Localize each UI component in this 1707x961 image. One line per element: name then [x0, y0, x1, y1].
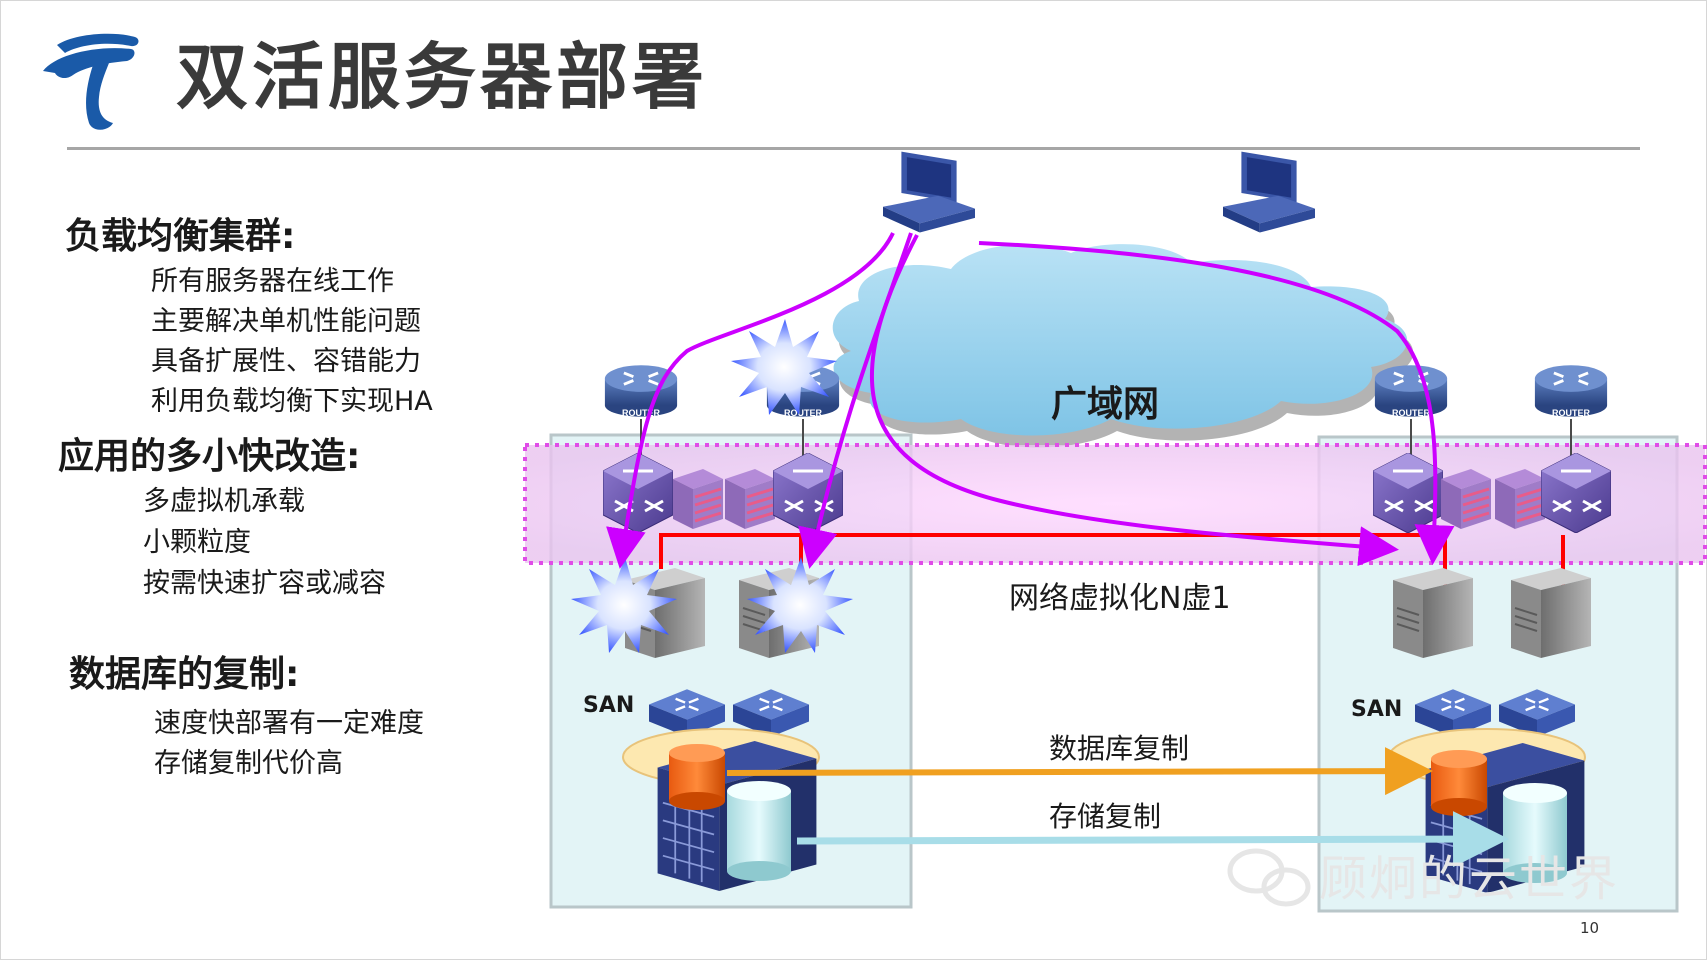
router-label: ROUTER — [1552, 408, 1591, 418]
bullet-item: 多虚拟机承载 — [143, 486, 305, 517]
blade-chassis-icon — [1495, 469, 1545, 529]
title-divider — [67, 147, 1640, 150]
storage-cylinder-icon — [1503, 783, 1567, 883]
client-pc-icon — [1223, 151, 1315, 233]
watermark-text: 顾炯的云世界 — [1319, 851, 1620, 907]
page-number: 10 — [1580, 919, 1600, 937]
bullet-item: 存储复制代价高 — [154, 748, 343, 779]
bullet-item: 所有服务器在线工作 — [151, 266, 394, 297]
storage-cylinder-icon — [727, 781, 791, 881]
bullet-item: 主要解决单机性能问题 — [151, 306, 421, 337]
blade-chassis-icon — [1441, 469, 1491, 529]
wan-label: 广域网 — [1051, 384, 1160, 425]
virtualization-label: 网络虚拟化N虚1 — [1009, 581, 1231, 616]
router-label: ROUTER — [1392, 408, 1431, 418]
san-label-left: SAN — [583, 693, 635, 718]
section-heading-db-replication: 数据库的复制: — [69, 654, 300, 695]
wan-cloud-icon — [832, 244, 1414, 448]
storage-replication-arrow — [796, 811, 1509, 868]
bullet-item: 按需快速扩容或减容 — [143, 568, 386, 599]
slide-title: 双活服务器部署 — [176, 35, 709, 119]
database-replication-arrow — [726, 747, 1433, 796]
section-heading-load-balancing: 负载均衡集群: — [65, 216, 296, 257]
blade-chassis-icon — [673, 469, 723, 529]
db-replication-label: 数据库复制 — [1049, 732, 1190, 765]
section-heading-app-refactor: 应用的多小快改造: — [58, 436, 361, 477]
bullet-item: 速度快部署有一定难度 — [154, 708, 424, 739]
san-label-right: SAN — [1351, 697, 1403, 722]
server-icon — [1511, 567, 1591, 659]
database-cylinder-icon — [1431, 750, 1487, 816]
traffic-flows — [606, 232, 1455, 569]
china-telecom-logo-icon — [43, 33, 139, 130]
bullet-item: 小颗粒度 — [143, 527, 251, 558]
client-pc-icon — [883, 151, 975, 233]
bullet-item: 具备扩展性、容错能力 — [151, 346, 421, 377]
database-cylinder-icon — [669, 744, 725, 810]
router-label: ROUTER — [784, 408, 823, 418]
storage-replication-label: 存储复制 — [1049, 800, 1162, 833]
blade-chassis-icon — [725, 469, 775, 529]
server-icon — [1393, 567, 1473, 659]
failure-burst-icon — [571, 319, 853, 653]
router-label: ROUTER — [622, 408, 661, 418]
bullet-item: 利用负载均衡下实现HA — [151, 386, 433, 417]
wechat-icon — [1227, 848, 1311, 907]
